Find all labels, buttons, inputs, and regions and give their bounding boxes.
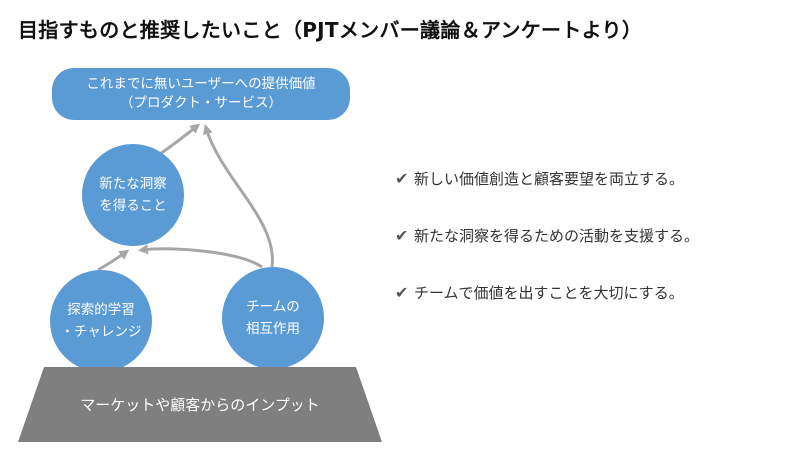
exploratory-learning-node: 探索的学習 ・チャレンジ xyxy=(50,270,152,372)
arrow-team-to-goal xyxy=(202,124,274,268)
explore-line-2: ・チャレンジ xyxy=(60,324,142,340)
recommendation-item: ✔ 新しい価値創造と顧客要望を両立する。 xyxy=(395,166,699,190)
goal-node: これまでに無いユーザーへの提供価値 （プロダクト・サービス） xyxy=(52,68,350,120)
explore-line-1: 探索的学習 xyxy=(67,302,135,318)
team-interaction-node: チームの 相互作用 xyxy=(222,267,324,369)
insight-line-2: を得ること xyxy=(99,198,167,214)
recommendation-item: ✔ 新たな洞察を得るための活動を支援する。 xyxy=(395,223,699,247)
team-line-1: チームの xyxy=(246,299,300,315)
checkmark-icon: ✔ xyxy=(395,282,409,302)
arrow-explore-to-insight xyxy=(97,249,130,272)
market-input-label: マーケットや顧客からのインプット xyxy=(80,396,320,414)
arrow-insight-to-goal xyxy=(159,123,201,156)
team-line-2: 相互作用 xyxy=(246,321,300,337)
recommendation-list: ✔ 新しい価値創造と顧客要望を両立する。 ✔ 新たな洞察を得るための活動を支援す… xyxy=(395,166,699,337)
trapezoid-shape xyxy=(18,367,382,442)
recommendation-item: ✔ チームで価値を出すことを大切にする。 xyxy=(395,280,699,304)
recommendation-text: チームで価値を出すことを大切にする。 xyxy=(414,283,684,302)
goal-line-1: これまでに無いユーザーへの提供価値 xyxy=(86,76,316,92)
goal-line-2: （プロダクト・サービス） xyxy=(120,95,282,111)
recommendation-text: 新たな洞察を得るための活動を支援する。 xyxy=(414,226,700,245)
insight-line-1: 新たな洞察 xyxy=(99,176,167,192)
page-title: 目指すものと推奨したいこと（PJTメンバー議論＆アンケートより） xyxy=(18,18,643,42)
arrow-team-to-insight xyxy=(138,244,263,269)
checkmark-icon: ✔ xyxy=(395,168,409,188)
recommendation-text: 新しい価値創造と顧客要望を両立する。 xyxy=(414,169,685,188)
market-input-base: マーケットや顧客からのインプット xyxy=(18,367,382,442)
checkmark-icon: ✔ xyxy=(395,225,409,245)
insight-node: 新たな洞察 を得ること xyxy=(82,144,184,246)
